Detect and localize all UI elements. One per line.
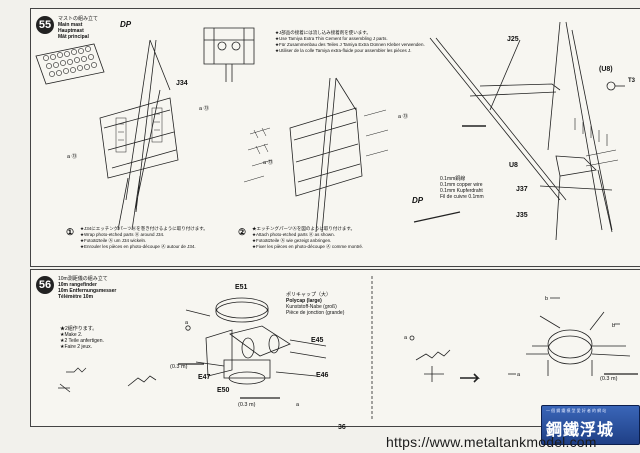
instruction-1-fr: ★Enrouler les pièces en photo-découpe Ⓐ … — [80, 244, 196, 249]
callout-a-56-1: a — [185, 320, 189, 326]
label-u8: U8 — [509, 162, 518, 169]
step-56-title-de: 10m Entfernungsmesser — [58, 288, 117, 294]
callout-a-4: a ⑬ — [263, 160, 274, 166]
label-e47: E47 — [198, 374, 211, 381]
note-en: ★Use Tamiya Extra Thin Cement for assemb… — [275, 36, 388, 41]
instruction-2-num: ② — [238, 227, 247, 237]
instruction-1-num: ① — [66, 227, 75, 237]
polycap-de: Kunststoff-Nabe (groß) — [286, 304, 337, 310]
wire-note-2: 0.1mm copper wire — [440, 182, 483, 188]
make-2-fr: ★Faire 2 jeux. — [60, 344, 92, 350]
label-e46: E46 — [316, 372, 329, 379]
dp-badge-2: DP — [412, 196, 424, 205]
page-number: 36 — [338, 424, 346, 431]
callout-a-56-3: a — [404, 335, 408, 341]
make-2-de: ★2 Teile anfertigen. — [60, 338, 104, 344]
instruction-2-en: ★Attach photo-etched parts Ⓐ as shown. — [252, 232, 335, 237]
wire-note-1: 0.1mm銅線 — [440, 176, 466, 182]
label-e45: E45 — [311, 337, 324, 344]
instruction-1-de: ★Fotoätzteile Ⓐ um J34 wickeln. — [80, 238, 147, 243]
watermark-logo-text: 鋼鐵浮城 — [546, 420, 615, 439]
label-j35: J35 — [516, 212, 528, 219]
step-55-number: 55 — [36, 16, 54, 34]
callout-b-56-1: b — [545, 296, 549, 302]
step-55-title-en: Main mast — [58, 22, 83, 28]
label-e50: E50 — [217, 387, 230, 394]
callout-a-3: a ⑬ — [398, 114, 409, 120]
wire-note-3: 0.1mm Kupferdraht — [440, 188, 483, 194]
mm-label-2: (0.3 m) — [238, 402, 256, 408]
label-j34: J34 — [176, 80, 188, 87]
callout-a-56-4: a — [517, 372, 521, 378]
instruction-2-de: ★Fotoätzteile Ⓐ wie gezeigt anbringen. — [252, 238, 332, 243]
step-55-title-de: Hauptmast — [58, 28, 84, 34]
step-55-title-fr: Mât principal — [58, 34, 89, 40]
mm-label-1: (0.3 m) — [170, 364, 188, 370]
label-j37: J37 — [516, 186, 528, 193]
step-56-number: 56 — [36, 276, 54, 294]
watermark-url[interactable]: https://www.metaltankmodel.com — [386, 434, 597, 450]
callout-b-56-2: b — [612, 323, 616, 329]
instruction-1-jp: ★J34にエッチングパーツⒶを巻き付けるように取り付けます。 — [80, 226, 208, 231]
label-e51: E51 — [235, 284, 248, 291]
step-56-title-jp: 10m測距儀の組み立て — [58, 276, 108, 282]
step-56-title-en: 10m rangefinder — [58, 282, 97, 288]
watermark-logo-subtitle: 一 個 鋼 鐵 模 型 愛 好 者 的 網 站 — [546, 408, 607, 413]
label-t3: T3 — [628, 78, 636, 84]
note-fr: ★Utiliser de la colle Tamiya extra-fluid… — [275, 48, 412, 53]
step-56-title-fr: Télémètre 10m — [58, 294, 94, 300]
step-55-panel — [30, 8, 640, 267]
make-2-jp: ★2組作ります。 — [60, 326, 98, 332]
mm-label-3: (0.3 m) — [600, 376, 618, 382]
callout-a-56-2: a — [296, 402, 300, 408]
instruction-2-jp: ★エッチングパーツⒶを図のように取り付けます。 — [252, 226, 355, 231]
step-56-panel — [30, 269, 640, 427]
instruction-1-en: ★Wrap photo-etched parts Ⓐ around J34. — [80, 232, 165, 237]
dp-badge: DP — [120, 20, 132, 29]
photo-etch-fret — [35, 43, 105, 85]
wire-note-4: Fil de cuivre 0.1mm — [440, 194, 484, 200]
note-de: ★Für Zusammenbau des Teiles J Tamiya Ext… — [275, 42, 425, 47]
label-u8-paren: (U8) — [599, 66, 613, 73]
make-2-en: ★Make 2. — [60, 332, 83, 338]
label-j25: J25 — [507, 36, 519, 43]
callout-a-2: a ⑬ — [67, 154, 78, 160]
note-jp: ★J部品の接着には流し込み接着剤を使います。 — [275, 30, 371, 35]
step-55-title-jp: マストの組み立て — [58, 16, 99, 22]
polycap-fr: Pièce de jonction (grande) — [286, 310, 345, 316]
polycap-jp: ポリキャップ（大） — [286, 292, 332, 298]
polycap-en: Polycap (large) — [286, 298, 322, 304]
instruction-2-fr: ★Fixer les pièces en photo-découpe Ⓐ com… — [252, 244, 364, 249]
watermark-logo: 一 個 鋼 鐵 模 型 愛 好 者 的 網 站 鋼鐵浮城 — [541, 405, 640, 445]
callout-a-1: a ⑬ — [199, 106, 210, 112]
